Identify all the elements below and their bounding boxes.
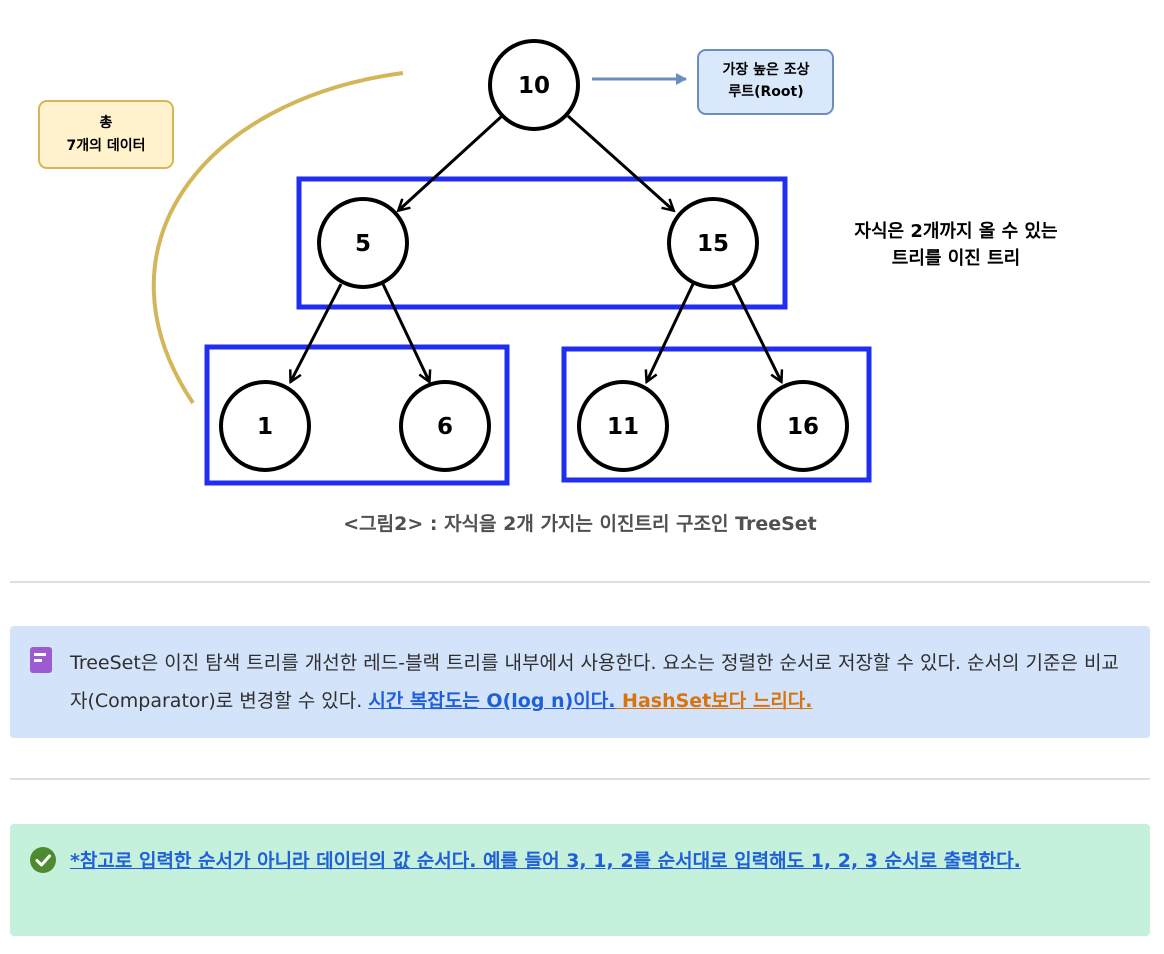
left-subtree-box — [204, 344, 510, 486]
info-callout: TreeSet은 이진 탐색 트리를 개선한 레드-블랙 트리를 내부에서 사용… — [10, 626, 1150, 738]
edge-10-5 — [399, 114, 504, 210]
check-circle-icon — [30, 847, 56, 873]
edge-5-1 — [291, 283, 343, 381]
side-note-line1: 자식은 2개까지 올 수 있는 — [854, 221, 1057, 242]
right-subtree-box — [561, 346, 872, 483]
edge-10-15 — [566, 114, 673, 210]
root-callout-line1: 가장 높은 조상 — [722, 61, 809, 78]
node-1 — [219, 380, 311, 472]
tree-diagram: 10 5 15 1 6 11 16 가장 높은 조상 루트(Root) 총 7개… — [38, 39, 1058, 535]
node-1-label: 1 — [257, 414, 273, 440]
node-16-label: 16 — [787, 414, 819, 440]
edge-15-16 — [731, 283, 781, 381]
page-icon — [30, 647, 52, 673]
node-16 — [757, 380, 849, 472]
node-10 — [488, 39, 580, 131]
side-note-line2: 트리를 이진 트리 — [892, 248, 1020, 269]
info-callout-text: TreeSet은 이진 탐색 트리를 개선한 레드-블랙 트리를 내부에서 사용… — [70, 644, 1130, 720]
node-11-label: 11 — [607, 414, 639, 440]
total-bracket-curve — [151, 71, 404, 405]
node-5-label: 5 — [355, 231, 371, 257]
info-text-plain: TreeSet은 이진 탐색 트리를 개선한 레드-블랙 트리를 내부에서 사용… — [70, 652, 1119, 712]
edge-15-11 — [647, 283, 695, 381]
edge-5-6 — [381, 283, 429, 381]
figure-caption: <그림2> : 자식을 2개 가지는 이진트리 구조인 TreeSet — [343, 513, 817, 535]
total-callout-line1: 총 — [100, 115, 113, 131]
total-callout-box — [38, 100, 174, 169]
level1-box — [296, 176, 788, 310]
node-5 — [317, 197, 409, 289]
divider-top — [10, 581, 1150, 583]
node-6-label: 6 — [437, 414, 453, 440]
node-11 — [577, 380, 669, 472]
note-callout: *참고로 입력한 순서가 아니라 데이터의 값 순서다. 예를 들어 3, 1,… — [10, 824, 1150, 936]
node-15 — [667, 197, 759, 289]
hashset-compare-link[interactable]: HashSet보다 느리다. — [615, 690, 813, 712]
divider-bottom — [10, 778, 1150, 780]
node-6 — [399, 380, 491, 472]
root-callout-box — [697, 49, 834, 115]
time-complexity-link[interactable]: 시간 복잡도는 O(log n)이다. — [368, 690, 616, 712]
note-link[interactable]: *참고로 입력한 순서가 아니라 데이터의 값 순서다. 예를 들어 3, 1,… — [70, 850, 1021, 872]
note-callout-text: *참고로 입력한 순서가 아니라 데이터의 값 순서다. 예를 들어 3, 1,… — [70, 842, 1130, 880]
node-15-label: 15 — [697, 231, 729, 257]
root-callout-line2: 루트(Root) — [728, 84, 803, 100]
total-callout-line2: 7개의 데이터 — [66, 137, 145, 154]
node-10-label: 10 — [518, 73, 550, 99]
